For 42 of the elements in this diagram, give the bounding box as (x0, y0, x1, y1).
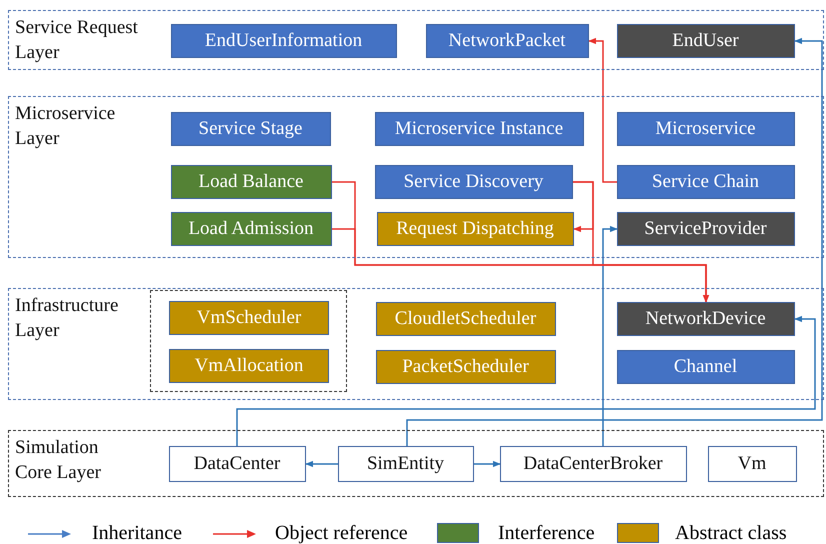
class-box: NetworkPacket (426, 24, 588, 58)
connector-arrow (588, 38, 617, 183)
legend-label: Interference (498, 521, 595, 544)
class-box: Microservice Instance (374, 112, 584, 146)
class-box: ServiceProvider (616, 212, 794, 246)
layer-title: Microservice Layer (15, 102, 116, 151)
class-box: EndUserInformation (170, 24, 396, 58)
connector-arrow (474, 460, 501, 468)
class-box: Load Admission (170, 212, 332, 246)
layer-band (8, 10, 824, 70)
connector-arrow (406, 38, 823, 446)
class-box: DataCenterBroker (500, 446, 686, 482)
connector-arrow (305, 460, 338, 468)
layer-band (8, 430, 824, 497)
class-box: Service Chain (616, 164, 794, 198)
class-box: Service Stage (170, 112, 330, 146)
class-box: Load Balance (170, 164, 332, 198)
legend-label: Inheritance (92, 521, 182, 544)
class-box: PacketScheduler (376, 350, 556, 384)
layer-title: Service Request Layer (15, 16, 139, 65)
class-box: Vm (708, 446, 796, 482)
class-box: NetworkDevice (616, 302, 794, 336)
class-box: EndUser (616, 24, 794, 58)
connector-arrow (236, 316, 816, 446)
group-box (150, 290, 346, 392)
layer-title: Infrastructure Layer (15, 294, 120, 343)
class-box: Channel (616, 350, 794, 384)
class-box: DataCenter (168, 446, 306, 482)
class-box: VmAllocation (169, 349, 329, 383)
legend-label: Abstract class (675, 521, 787, 544)
class-box: Microservice (616, 112, 794, 146)
legend-label: Object reference (275, 521, 408, 544)
connector-arrow (332, 228, 710, 303)
class-box: SimEntity (338, 446, 474, 482)
layer-title: Simulation Core Layer (15, 436, 102, 485)
class-box: Request Dispatching (376, 212, 574, 246)
layer-band (8, 288, 824, 400)
connector-arrow (602, 226, 618, 446)
class-box: VmScheduler (169, 301, 329, 335)
class-box: CloudletScheduler (376, 302, 556, 336)
layer-band (8, 96, 824, 258)
class-box: Service Discovery (374, 164, 572, 198)
